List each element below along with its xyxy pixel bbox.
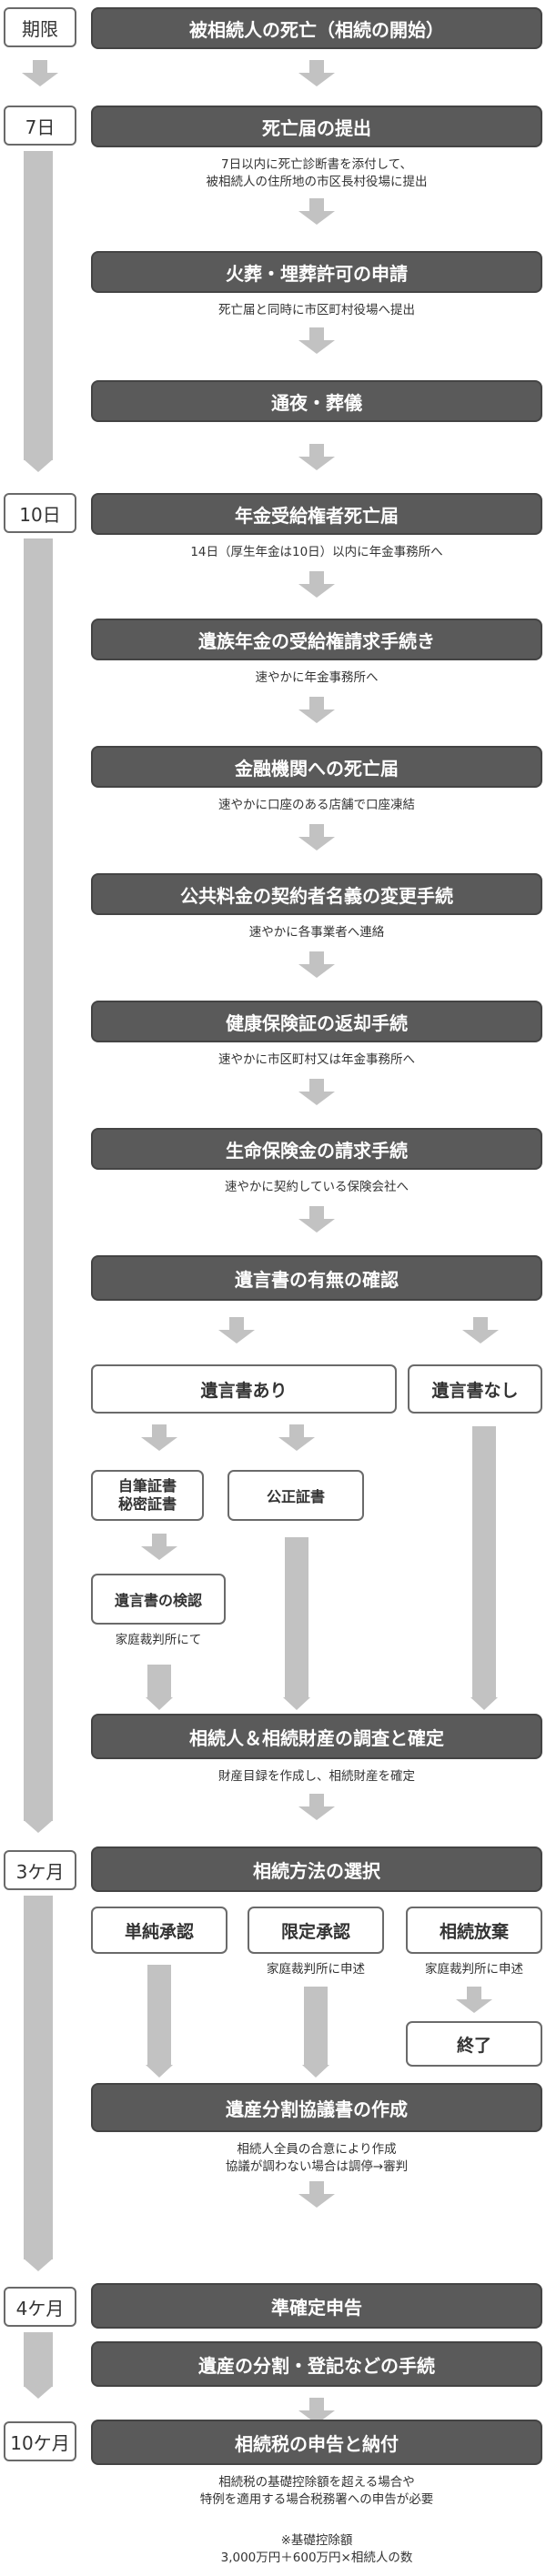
flow-arrow (298, 571, 335, 599)
step-life-insurance-claim: 生命保険金の請求手続 (91, 1128, 542, 1170)
period-arrow (22, 60, 58, 87)
step-insurance-card-return: 健康保険証の返却手続 (91, 1001, 542, 1042)
flow-arrow (298, 951, 335, 979)
branch-no-will: 遺言書なし (408, 1364, 542, 1414)
flow-bar (472, 1426, 496, 1699)
period-arrow (24, 459, 53, 472)
flow-arrow (298, 60, 335, 87)
flow-bar (147, 1665, 171, 1699)
period-label-10days: 10日 (4, 493, 76, 533)
step-will-check: 遺言書の有無の確認 (91, 1255, 542, 1301)
note-limited-court: 家庭裁判所に申述 (267, 1962, 365, 1977)
note-renounce-court: 家庭裁判所に申述 (425, 1962, 523, 1977)
step-estate-division-registration: 遺産の分割・登記などの手続 (91, 2341, 542, 2387)
flow-arrow (298, 198, 335, 226)
note-insurance-card-return: 速やかに市区町村又は年金事務所へ (218, 1052, 415, 1067)
note-family-court: 家庭裁判所にて (115, 1633, 202, 1647)
period-arrow (24, 2386, 53, 2399)
flow-arrow (470, 1697, 498, 1710)
flow-arrow (298, 1206, 335, 1233)
flow-arrow (298, 1079, 335, 1106)
branch-arrow (218, 1317, 255, 1344)
step-bank-notice: 金融機関への死亡届 (91, 746, 542, 788)
step-pension-death-notice: 年金受給権者死亡届 (91, 493, 542, 535)
note-asset-inventory: 財産目録を作成し、相続財産を確定 (218, 1769, 415, 1784)
note-pension-death-notice: 14日（厚生年金は10日）以内に年金事務所へ (190, 545, 443, 559)
period-label-10months: 10ケ月 (4, 2421, 76, 2461)
flow-arrow (302, 2065, 329, 2078)
period-bar (24, 151, 53, 460)
will-type-secret: 秘密証書 (117, 1495, 177, 1513)
note-survivor-pension: 速やかに年金事務所へ (255, 670, 379, 685)
branch-arrow (141, 1424, 177, 1452)
flow-arrow (298, 1794, 335, 1821)
period-label-7days: 7日 (4, 106, 76, 146)
flow-arrow (456, 1987, 492, 2014)
step-end: 終了 (406, 2021, 542, 2067)
option-renunciation: 相続放棄 (406, 1907, 542, 1954)
period-label-4months: 4ケ月 (4, 2287, 76, 2327)
flow-arrow (146, 2065, 173, 2078)
note-bank-notice: 速やかに口座のある店舗で口座凍結 (218, 798, 415, 812)
step-funeral: 通夜・葬儀 (91, 380, 542, 422)
note-cremation-permit: 死亡届と同時に市区町村役場へ提出 (218, 303, 415, 317)
step-death-notice: 死亡届の提出 (91, 106, 542, 147)
flow-bar (304, 1987, 328, 2067)
flow-arrow (298, 327, 335, 355)
note-basic-deduction: ※基礎控除額 3,000万円＋600万円×相続人の数 (220, 2533, 413, 2565)
step-tax-filing-payment: 相続税の申告と納付 (91, 2420, 542, 2465)
will-type-holographic: 自筆証書 (117, 1477, 177, 1494)
period-bar (24, 1896, 53, 2259)
step-heir-asset-investigation: 相続人＆相続財産の調査と確定 (91, 1714, 542, 1759)
period-bar (24, 538, 53, 1821)
period-bar (24, 2332, 53, 2387)
flow-bar (147, 1965, 171, 2067)
period-label-3months: 3ケ月 (4, 1850, 76, 1890)
branch-arrow (462, 1317, 499, 1344)
period-arrow (24, 1820, 53, 1833)
step-survivor-pension: 遺族年金の受給権請求手続き (91, 619, 542, 660)
will-type-holographic-secret: 自筆証書 秘密証書 (91, 1470, 204, 1521)
note-tax-filing: 相続税の基礎控除額を超える場合や 特例を適用する場合税務署への申告が必要 (199, 2475, 434, 2507)
period-label-deadline: 期限 (4, 7, 76, 47)
flow-bar (285, 1537, 308, 1699)
branch-will-exists: 遺言書あり (91, 1364, 397, 1414)
note-division-agreement: 相続人全員の合意により作成 協議が調わない場合は調停→審判 (225, 2142, 409, 2174)
step-inheritance-method: 相続方法の選択 (91, 1846, 542, 1892)
step-division-agreement: 遺産分割協議書の作成 (91, 2083, 542, 2132)
flow-arrow (283, 1697, 310, 1710)
flow-arrow (146, 1697, 173, 1710)
flow-arrow (298, 2181, 335, 2209)
note-utility-name-change: 速やかに各事業者へ連絡 (248, 925, 385, 940)
step-cremation-permit: 火葬・埋葬許可の申請 (91, 251, 542, 293)
period-arrow (24, 2259, 53, 2271)
option-simple-acceptance: 単純承認 (91, 1907, 228, 1954)
branch-arrow (278, 1424, 315, 1452)
branch-arrow (141, 1534, 177, 1561)
step-quasi-final-return: 準確定申告 (91, 2283, 542, 2329)
option-limited-acceptance: 限定承認 (248, 1907, 384, 1954)
step-death: 被相続人の死亡（相続の開始） (91, 7, 542, 49)
will-type-notarized: 公正証書 (228, 1470, 364, 1521)
flow-arrow (298, 444, 335, 471)
flow-arrow (298, 697, 335, 724)
note-life-insurance-claim: 速やかに契約している保険会社へ (224, 1180, 410, 1194)
note-death-notice: 7日以内に死亡診断書を添付して、 被相続人の住所地の市区長村役場に提出 (206, 157, 428, 189)
flow-arrow (298, 824, 335, 851)
step-will-inspection: 遺言書の検認 (91, 1574, 226, 1625)
step-utility-name-change: 公共料金の契約者名義の変更手続 (91, 873, 542, 915)
